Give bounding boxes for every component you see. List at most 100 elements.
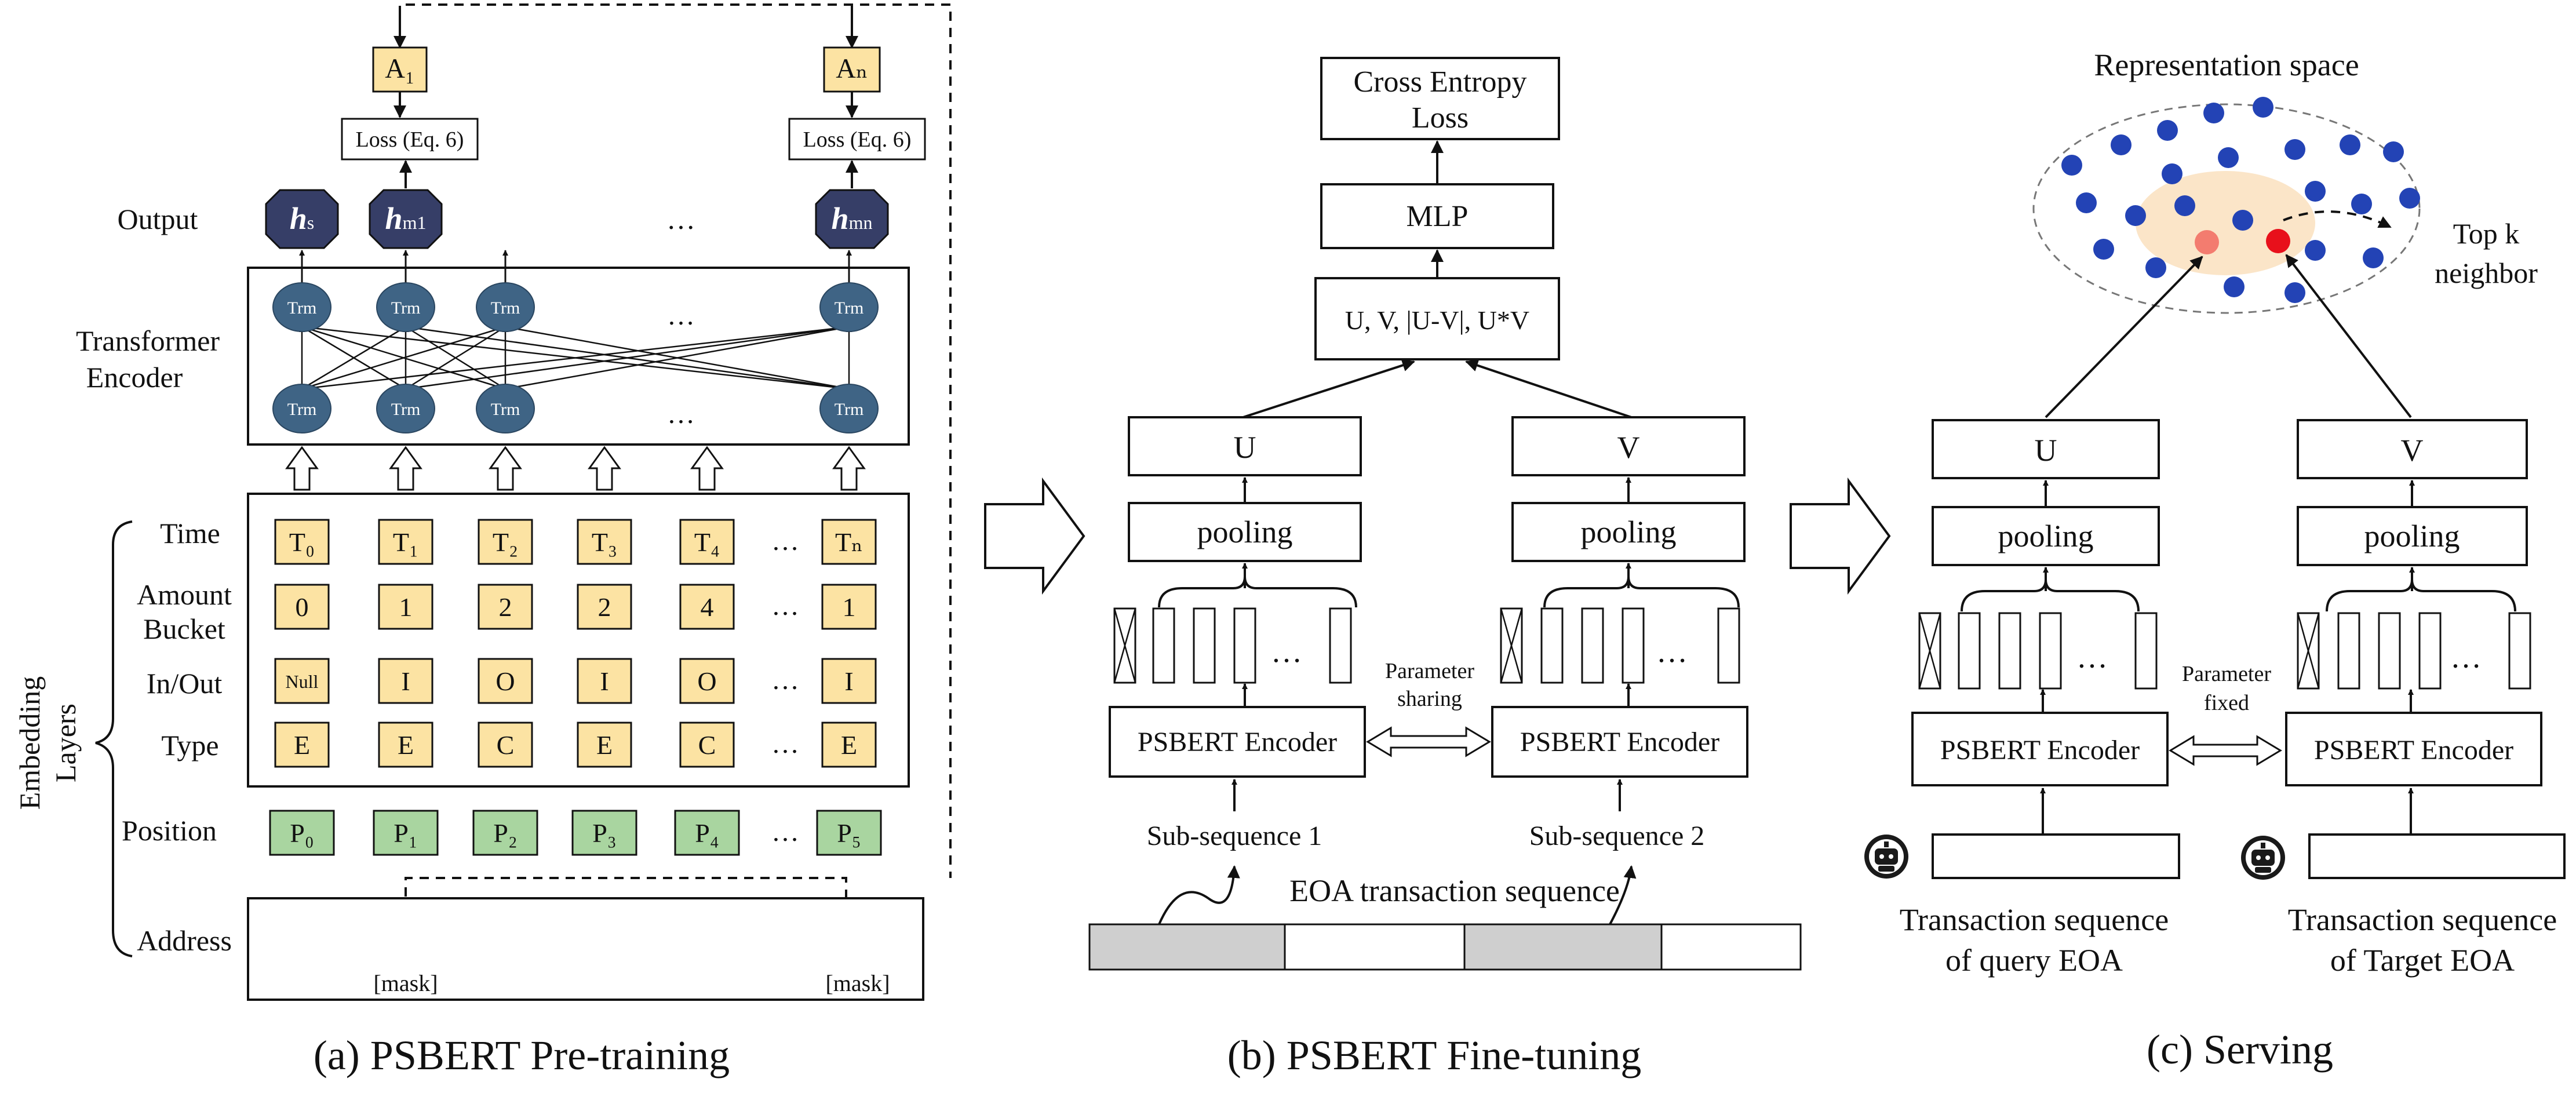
attention-edge bbox=[405, 326, 506, 390]
position-cell bbox=[472, 810, 538, 856]
output-h-mn: h bbox=[832, 201, 849, 236]
token-cell bbox=[274, 658, 330, 704]
pooling-label-b-left: pooling bbox=[1197, 515, 1292, 549]
sequence-token bbox=[2337, 612, 2360, 690]
tokens-brace-b-left bbox=[1158, 576, 1357, 608]
row-label-amount-2: Bucket bbox=[143, 613, 225, 645]
output-sub-mn: mn bbox=[849, 212, 873, 233]
token-cell bbox=[378, 658, 433, 704]
token-value: E bbox=[398, 730, 414, 760]
embedding-point bbox=[2111, 134, 2132, 155]
topk-label-1: Top k bbox=[2453, 217, 2520, 250]
position-value: P₄ bbox=[695, 818, 719, 848]
svg-text:hs: hs bbox=[290, 201, 315, 236]
embedding-point bbox=[2383, 141, 2404, 162]
sequence-token bbox=[1329, 607, 1352, 684]
trm-node bbox=[476, 282, 535, 332]
token-value: Tₙ bbox=[835, 527, 863, 557]
token-ellipsis: … bbox=[1656, 634, 1688, 669]
embedding-point bbox=[2218, 147, 2239, 168]
token-cell bbox=[577, 584, 632, 630]
trm-node bbox=[819, 384, 879, 433]
sub2-pointer bbox=[1609, 865, 1637, 925]
sub1-pointer bbox=[1158, 865, 1240, 925]
embedding-point bbox=[2157, 120, 2178, 141]
token-value: T₁ bbox=[393, 527, 418, 557]
sequence-token bbox=[1152, 607, 1175, 684]
embedding-point bbox=[2061, 155, 2082, 176]
token-value: I bbox=[600, 666, 609, 696]
trm-label: Trm bbox=[287, 298, 317, 318]
query-point bbox=[2195, 230, 2219, 254]
encoder-box-c-left bbox=[1911, 712, 2169, 786]
output-node-hs bbox=[265, 189, 339, 249]
trm-label: Trm bbox=[391, 400, 421, 419]
trm-node bbox=[272, 282, 331, 332]
token-cell bbox=[679, 722, 735, 768]
row-label-address: Address bbox=[137, 924, 232, 957]
input-arrow bbox=[832, 446, 866, 491]
token-value: Null bbox=[286, 671, 319, 692]
target-label-2: of Target EOA bbox=[2330, 943, 2515, 978]
token-cell bbox=[679, 584, 735, 630]
token-cell bbox=[274, 519, 330, 565]
mask-link-a1 bbox=[405, 877, 847, 913]
v-box-c bbox=[2297, 419, 2528, 479]
token-cell bbox=[821, 658, 877, 704]
token-ellipsis: … bbox=[2450, 640, 2482, 675]
trm-node bbox=[376, 282, 435, 332]
embedding-point bbox=[2253, 97, 2273, 118]
mask-label-a1: [mask] bbox=[373, 970, 438, 996]
v-label-c: V bbox=[2401, 433, 2424, 468]
pooling-label-b-right: pooling bbox=[1580, 515, 1676, 549]
caption-a: (a) PSBERT Pre-training bbox=[314, 1032, 730, 1079]
trm-node bbox=[376, 384, 435, 433]
output-sub-s: s bbox=[307, 212, 314, 233]
tokens-brace-c-right bbox=[2326, 579, 2516, 612]
token-cell bbox=[577, 658, 632, 704]
trm-label: Trm bbox=[835, 400, 864, 419]
v-box-b bbox=[1511, 416, 1746, 476]
token-value: I bbox=[844, 666, 853, 696]
token-cell bbox=[378, 584, 433, 630]
embedding-label-1: Embedding bbox=[13, 676, 46, 810]
caption-b: (b) PSBERT Fine-tuning bbox=[1227, 1032, 1641, 1079]
token-cell bbox=[478, 722, 533, 768]
pooling-label-c-right: pooling bbox=[2364, 519, 2460, 553]
query-label-2: of query EOA bbox=[1945, 943, 2123, 978]
svg-text:hm1: hm1 bbox=[385, 201, 427, 236]
svg-text:hmn: hmn bbox=[832, 201, 873, 236]
transformer-label-2: Encoder bbox=[86, 361, 183, 393]
embedding-point bbox=[2305, 240, 2326, 261]
trm-node bbox=[476, 384, 535, 433]
concat-box bbox=[1314, 277, 1560, 360]
embedding-point bbox=[2284, 282, 2305, 303]
trm-label: Trm bbox=[391, 298, 421, 318]
output-h-m1: h bbox=[385, 201, 403, 236]
param-fixed-2: fixed bbox=[2204, 691, 2249, 715]
sequence-seg-2 bbox=[1284, 923, 1466, 971]
position-cell bbox=[269, 810, 335, 856]
output-node-hmn bbox=[815, 189, 889, 249]
token-ellipsis: … bbox=[2076, 640, 2108, 675]
concat-label: U, V, |U-V|, U*V bbox=[1345, 305, 1529, 335]
target-sequence-box bbox=[2308, 833, 2566, 879]
token-cell bbox=[821, 722, 877, 768]
sequence-seg-3 bbox=[1463, 923, 1663, 971]
embedding-point bbox=[2145, 257, 2166, 278]
embedding-point bbox=[2162, 163, 2183, 184]
pooling-box-c-left bbox=[1932, 506, 2160, 566]
token-cell bbox=[274, 584, 330, 630]
mlp-box bbox=[1320, 183, 1554, 249]
token-value: 1 bbox=[399, 592, 413, 622]
token-value: T₂ bbox=[493, 527, 518, 557]
target-an: Aₙ bbox=[836, 53, 868, 84]
query-label-1: Transaction sequence bbox=[1900, 902, 2169, 937]
u-box-c bbox=[1932, 419, 2160, 479]
sequence-token bbox=[1998, 612, 2021, 690]
input-arrow bbox=[588, 446, 621, 491]
topk-pointer bbox=[2283, 210, 2392, 228]
sequence-token bbox=[2418, 612, 2442, 690]
tokens-brace-b-right bbox=[1543, 576, 1740, 608]
